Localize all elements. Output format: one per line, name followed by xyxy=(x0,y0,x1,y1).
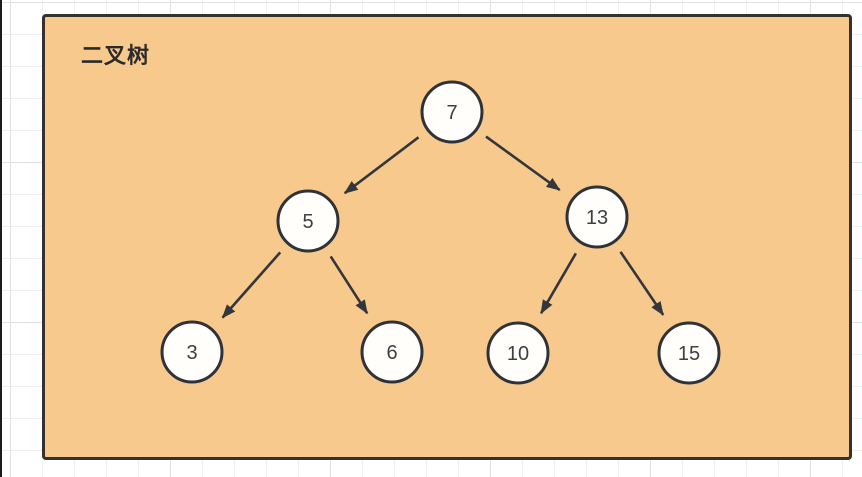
tree-edge-7-5[interactable] xyxy=(343,136,420,195)
tree-edge-7-13[interactable] xyxy=(485,135,561,192)
tree-node-13[interactable]: 13 xyxy=(565,185,629,249)
tree-node-value: 13 xyxy=(586,207,608,229)
tree-node-3[interactable]: 3 xyxy=(160,320,224,384)
tree-edge-5-3[interactable] xyxy=(221,251,282,319)
tree-node-5[interactable]: 5 xyxy=(276,189,340,253)
diagram-title[interactable]: 二叉树 xyxy=(81,43,151,68)
nodes-layer: 7 5 13 3 6 10 15 xyxy=(160,80,721,385)
tree-edge-5-6[interactable] xyxy=(329,255,369,315)
tree-edge-13-15[interactable] xyxy=(619,251,665,316)
tree-node-6[interactable]: 6 xyxy=(360,320,424,384)
tree-node-10[interactable]: 10 xyxy=(486,321,550,385)
window-left-edge xyxy=(0,0,2,477)
tree-node-value: 6 xyxy=(386,342,397,364)
edges-layer xyxy=(221,135,665,319)
tree-node-circle[interactable] xyxy=(160,320,224,384)
tree-node-value: 3 xyxy=(186,342,197,364)
tree-node-15[interactable]: 15 xyxy=(657,321,721,385)
tree-node-circle[interactable] xyxy=(486,321,550,385)
tree-node-value: 10 xyxy=(507,343,529,365)
tree-node-circle[interactable] xyxy=(420,80,484,144)
tree-node-7[interactable]: 7 xyxy=(420,80,484,144)
tree-node-circle[interactable] xyxy=(565,185,629,249)
tree-node-circle[interactable] xyxy=(276,189,340,253)
tree-node-circle[interactable] xyxy=(360,320,424,384)
tree-node-value: 7 xyxy=(446,102,457,124)
tree-node-value: 15 xyxy=(678,343,700,365)
tree-edge-13-10[interactable] xyxy=(539,252,578,315)
tree-node-value: 5 xyxy=(302,211,313,233)
tree-node-circle[interactable] xyxy=(657,321,721,385)
